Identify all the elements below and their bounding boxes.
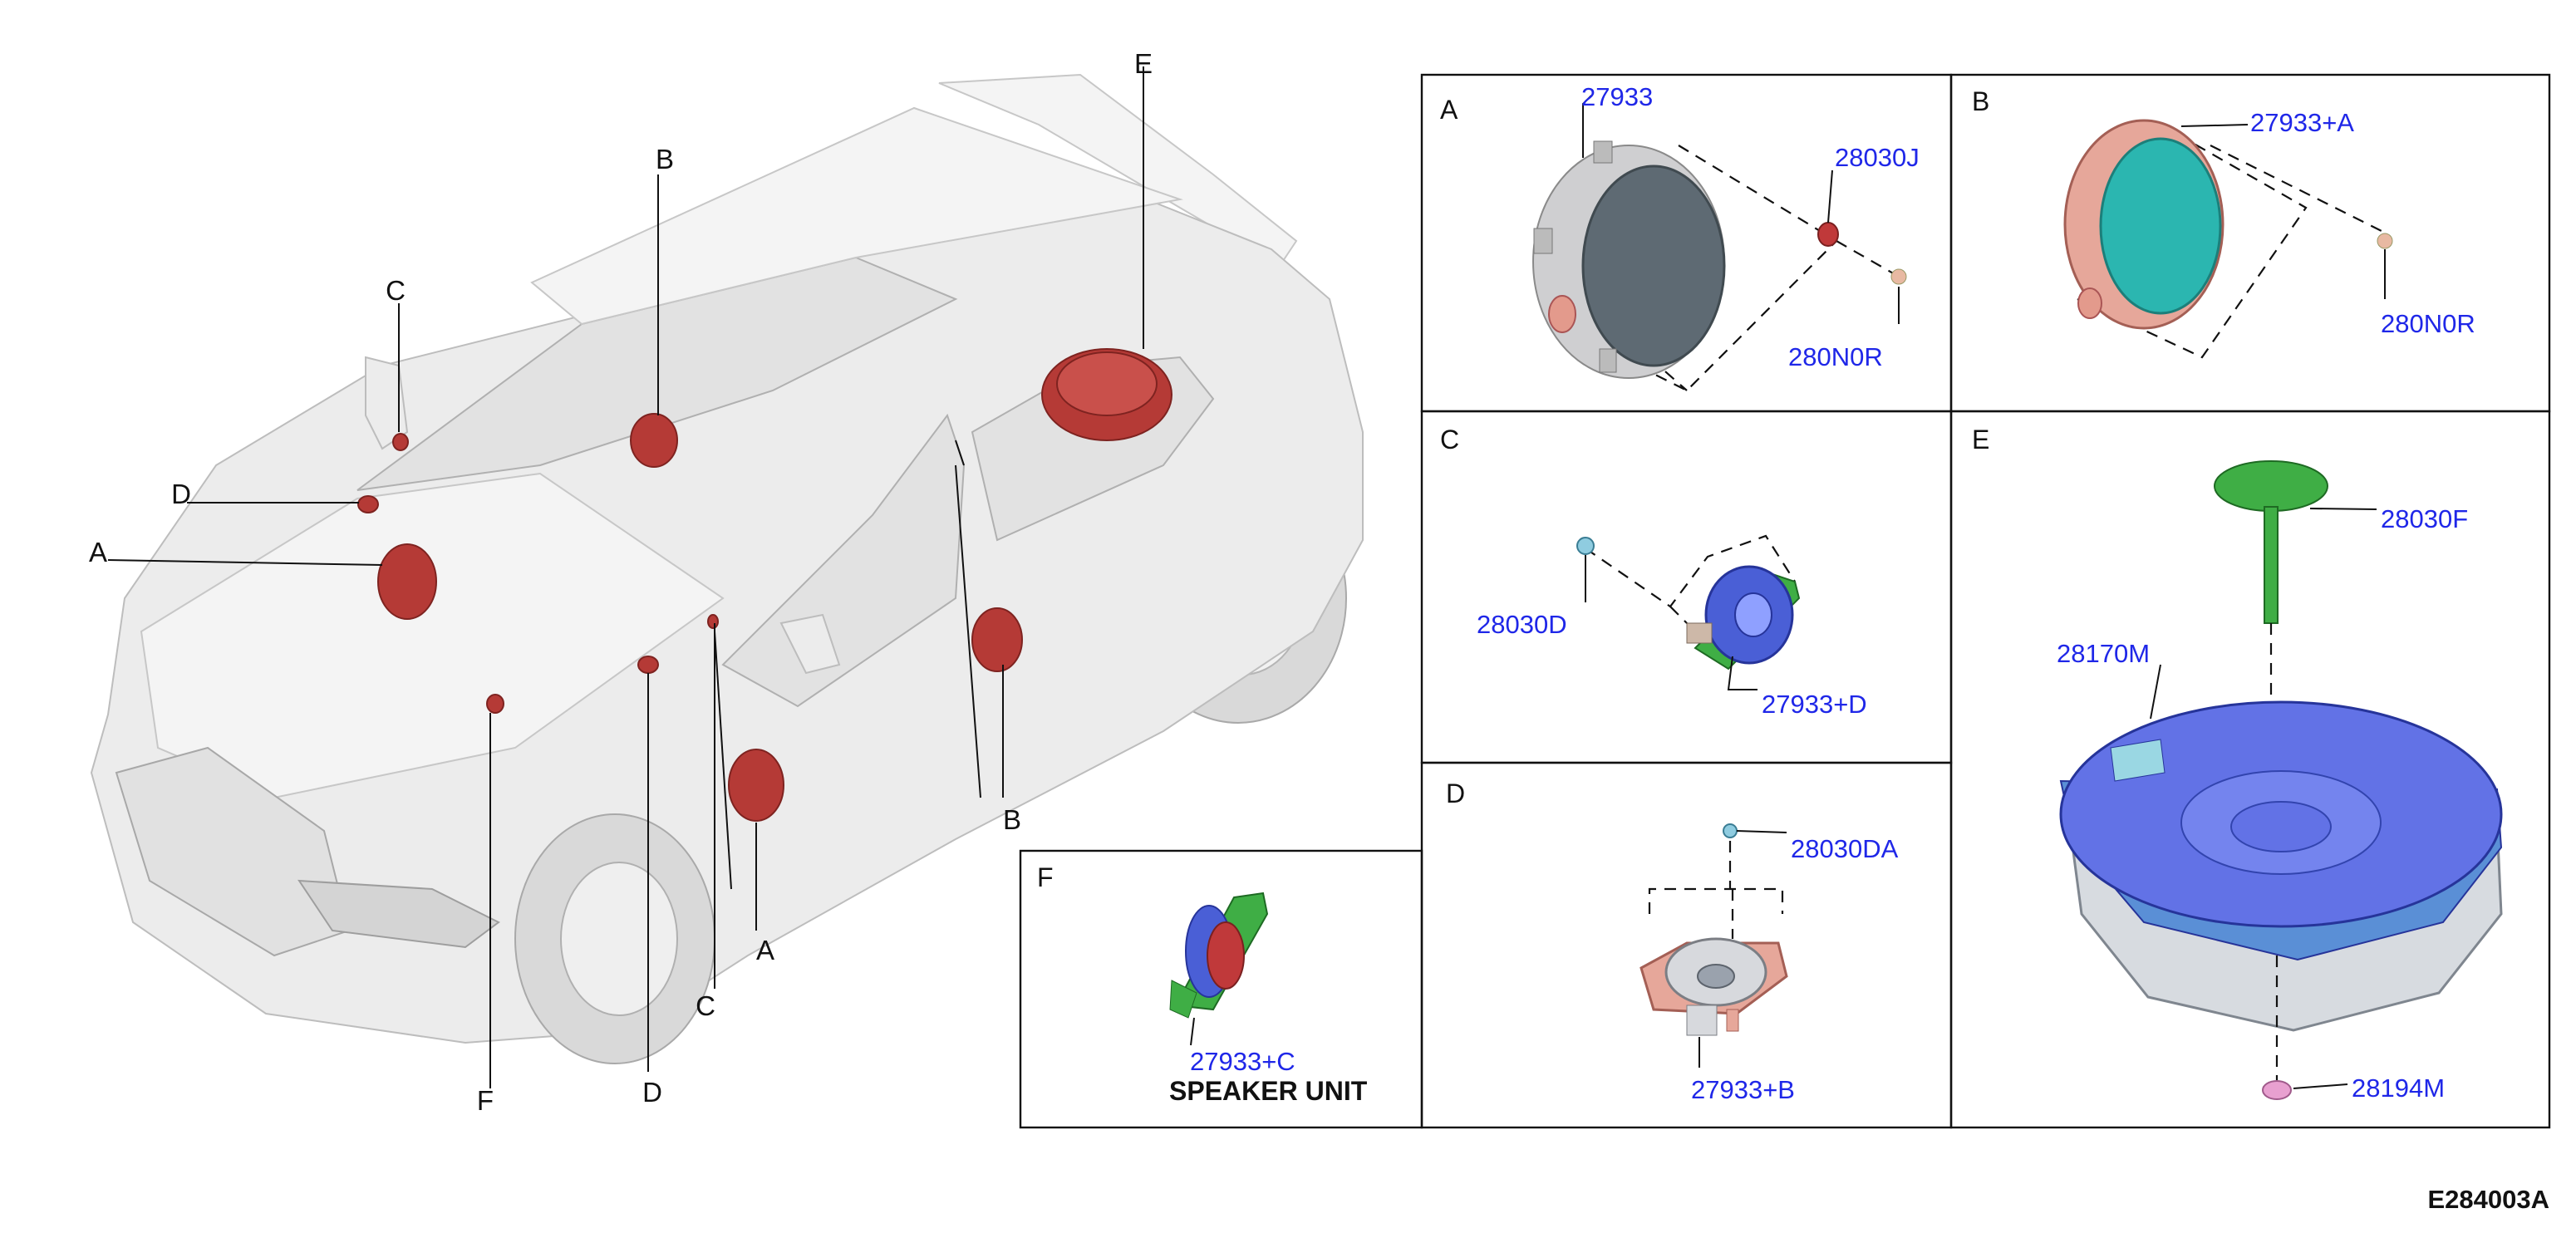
callout-f-bottom: F (477, 1085, 494, 1116)
callout-d-bottom: D (642, 1077, 662, 1108)
part-27933-c: 27933+C (1190, 1047, 1295, 1076)
roof-spoiler (938, 73, 1298, 268)
figure-id: E284003A (2427, 1185, 2549, 1214)
part-280n0r-a: 280N0R (1788, 342, 1883, 371)
part-28170m: 28170M (2057, 639, 2150, 668)
panel-d-letter: D (1446, 779, 1465, 808)
speaker-e-subwoofer (1041, 348, 1172, 441)
pad-28194m (2262, 1080, 2292, 1100)
speaker-unit-27933c-part (1169, 892, 1269, 1019)
callout-b-bottom: B (1003, 804, 1021, 835)
roof (530, 106, 1183, 326)
callout-a-bottom: A (756, 935, 774, 965)
bolt-28030f (2214, 460, 2328, 624)
callout-b-top: B (656, 144, 674, 174)
part-27933: 27933 (1581, 82, 1653, 111)
front-door-speaker-part (1532, 140, 1726, 379)
panel-a: A 27933 28030J 280N0R (1440, 82, 1920, 392)
screw-280n0r (1890, 268, 1907, 285)
part-28030f: 28030F (2381, 504, 2468, 533)
screw-280n0r-b (2377, 233, 2393, 249)
part-27933-a: 27933+A (2250, 108, 2354, 137)
callout-c-top: C (386, 275, 406, 306)
panel-e-letter: E (1972, 425, 1989, 454)
vehicle-body (90, 106, 1364, 1044)
panel-c: C 28030D 27933+D (1440, 425, 1867, 719)
clip-28030j (1817, 222, 1839, 247)
vehicle-illustration (90, 73, 1364, 1064)
callout-d-left: D (171, 479, 191, 509)
vehicle-callouts: E B C D A B A C D F (89, 48, 1153, 1116)
panel-b-letter: B (1972, 86, 1989, 116)
callout-a-left: A (89, 537, 107, 567)
callout-e: E (1134, 48, 1153, 79)
part-27933-b: 27933+B (1691, 1075, 1795, 1104)
panel-b: B 27933+A 280N0R (1972, 86, 2475, 359)
panel-d: D 28030DA 27933+B (1446, 779, 1899, 1104)
panel-c-letter: C (1440, 425, 1459, 454)
panel-f-letter: F (1037, 862, 1054, 892)
tweeter-27933d-part (1686, 565, 1801, 671)
panel-frames (1019, 73, 2551, 1129)
screw-28030da (1723, 823, 1738, 838)
callout-c-bottom: C (696, 990, 715, 1021)
speaker-f-unit (486, 694, 504, 714)
rear-door-speaker-part (2063, 119, 2225, 330)
part-27933-d: 27933+D (1762, 690, 1867, 719)
subwoofer-28170m-part (2059, 700, 2503, 1032)
part-28030d: 28030D (1477, 610, 1567, 639)
part-28194m: 28194M (2352, 1073, 2445, 1103)
vehicle-leader-lines (107, 66, 1144, 1088)
part-280n0r-b: 280N0R (2381, 309, 2475, 338)
panel-f: F 27933+C SPEAKER UNIT (1037, 862, 1368, 1106)
speaker-unit-caption: SPEAKER UNIT (1169, 1076, 1368, 1106)
part-28030da: 28030DA (1791, 834, 1899, 863)
screw-28030d (1576, 537, 1595, 555)
speaker-a-front-door (377, 543, 784, 822)
center-speaker-27933b-part (1639, 937, 1788, 1036)
speaker-b-rear-door (630, 413, 1023, 672)
vehicle-speaker-highlights (357, 348, 1172, 822)
panel-e: E 28030F 28170M 28194M (1972, 425, 2503, 1103)
part-28030j: 28030J (1835, 143, 1920, 172)
panel-a-letter: A (1440, 95, 1458, 125)
